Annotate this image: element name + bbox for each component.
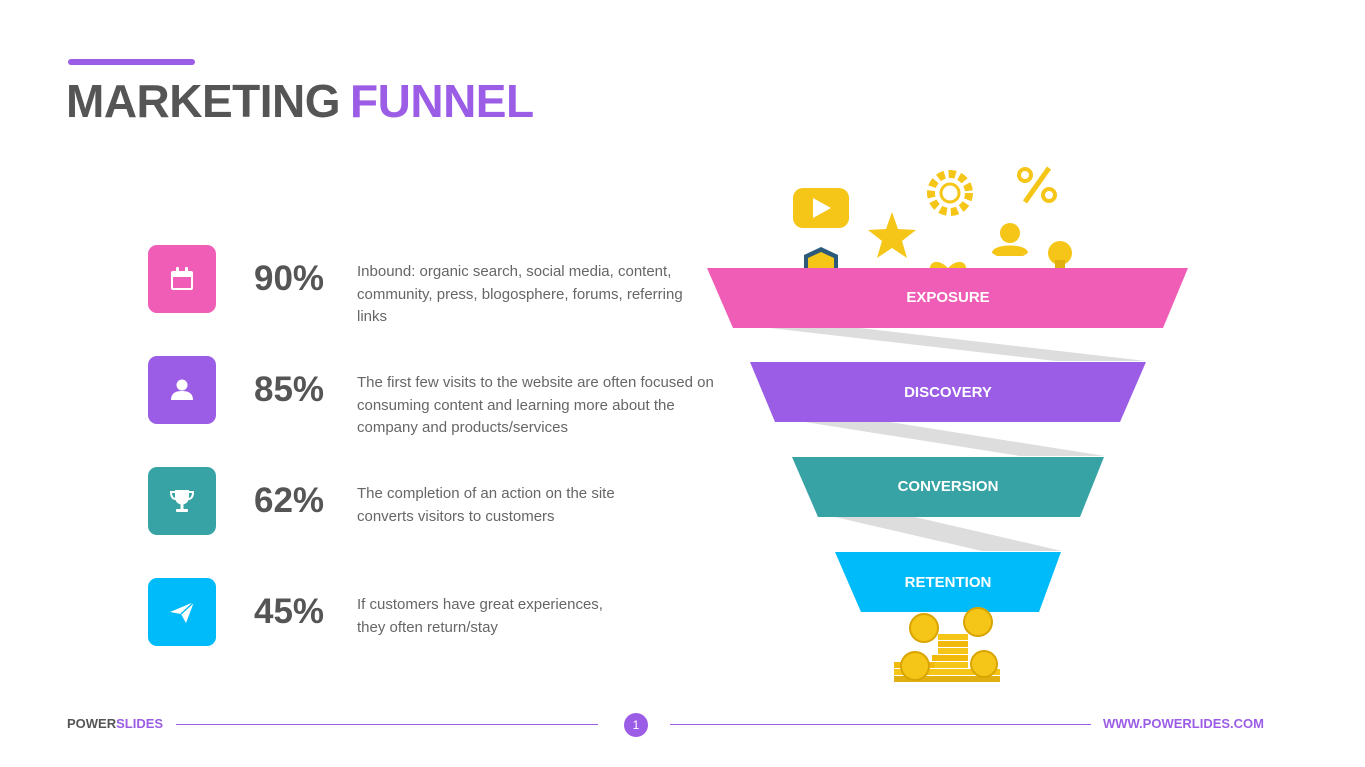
stat-description: Inbound: organic search, social media, c…	[357, 263, 683, 325]
footer-divider-left	[176, 724, 598, 725]
coins-icon	[894, 607, 1000, 682]
calendar-icon	[148, 245, 216, 313]
footer-brand: POWERSLIDES	[67, 716, 163, 731]
footer-brand-part-2: SLIDES	[116, 716, 164, 731]
stat-percent: 62%	[254, 481, 325, 520]
stat-percent: 85%	[254, 370, 325, 409]
funnel-stage-discovery	[750, 362, 1146, 422]
footer-url-link[interactable]: WWW.POWERLIDES.COM	[1102, 716, 1264, 731]
funnel-connector	[805, 422, 1105, 456]
stat-row-exposure: 90% Inbound: organic search, social medi…	[148, 245, 748, 325]
stage-label-retention: RETENTION	[904, 574, 992, 591]
youtube-icon	[793, 188, 849, 228]
page-number: 1	[624, 713, 648, 737]
stat-description: The completion of an action on the site …	[357, 485, 615, 525]
title-accent-bar	[68, 59, 195, 65]
marketing-funnel: EXPOSURE DISCOVERY CONVERSION RETENTION	[700, 150, 1200, 690]
stat-percent: 90%	[254, 259, 325, 298]
stat-row-conversion: 62% The completion of an action on the s…	[148, 467, 748, 535]
title-word-2: FUNNEL	[350, 75, 534, 127]
funnel-stage-exposure	[707, 268, 1188, 328]
paper-plane-icon	[148, 578, 216, 646]
star-icon	[868, 212, 916, 258]
stat-row-discovery: 85% The first few visits to the website …	[148, 356, 748, 436]
stat-percent: 45%	[254, 592, 325, 631]
funnel-stage-conversion	[792, 457, 1104, 517]
title-word-1: MARKETING	[66, 75, 341, 127]
percent-icon	[1017, 166, 1057, 204]
funnel-graphic	[707, 166, 1188, 682]
person-icon	[992, 223, 1028, 256]
funnel-connector	[835, 517, 1062, 551]
funnel-connector	[770, 328, 1146, 361]
stage-label-exposure: EXPOSURE	[906, 289, 990, 306]
footer-divider-right	[670, 724, 1091, 725]
shield-icon	[804, 247, 838, 270]
trophy-icon	[148, 467, 216, 535]
stage-label-conversion: CONVERSION	[897, 478, 999, 495]
funnel-stage-retention	[835, 552, 1061, 612]
stat-row-retention: 45% If customers have great experiences,…	[148, 578, 748, 646]
stat-description: If customers have great experiences, the…	[357, 596, 603, 636]
footer-brand-part-1: POWER	[67, 716, 117, 731]
user-icon	[148, 356, 216, 424]
lightbulb-icon	[1048, 241, 1072, 268]
stat-description: The first few visits to the website are …	[357, 374, 714, 436]
stage-label-discovery: DISCOVERY	[904, 384, 992, 401]
gear-icon	[927, 170, 973, 216]
